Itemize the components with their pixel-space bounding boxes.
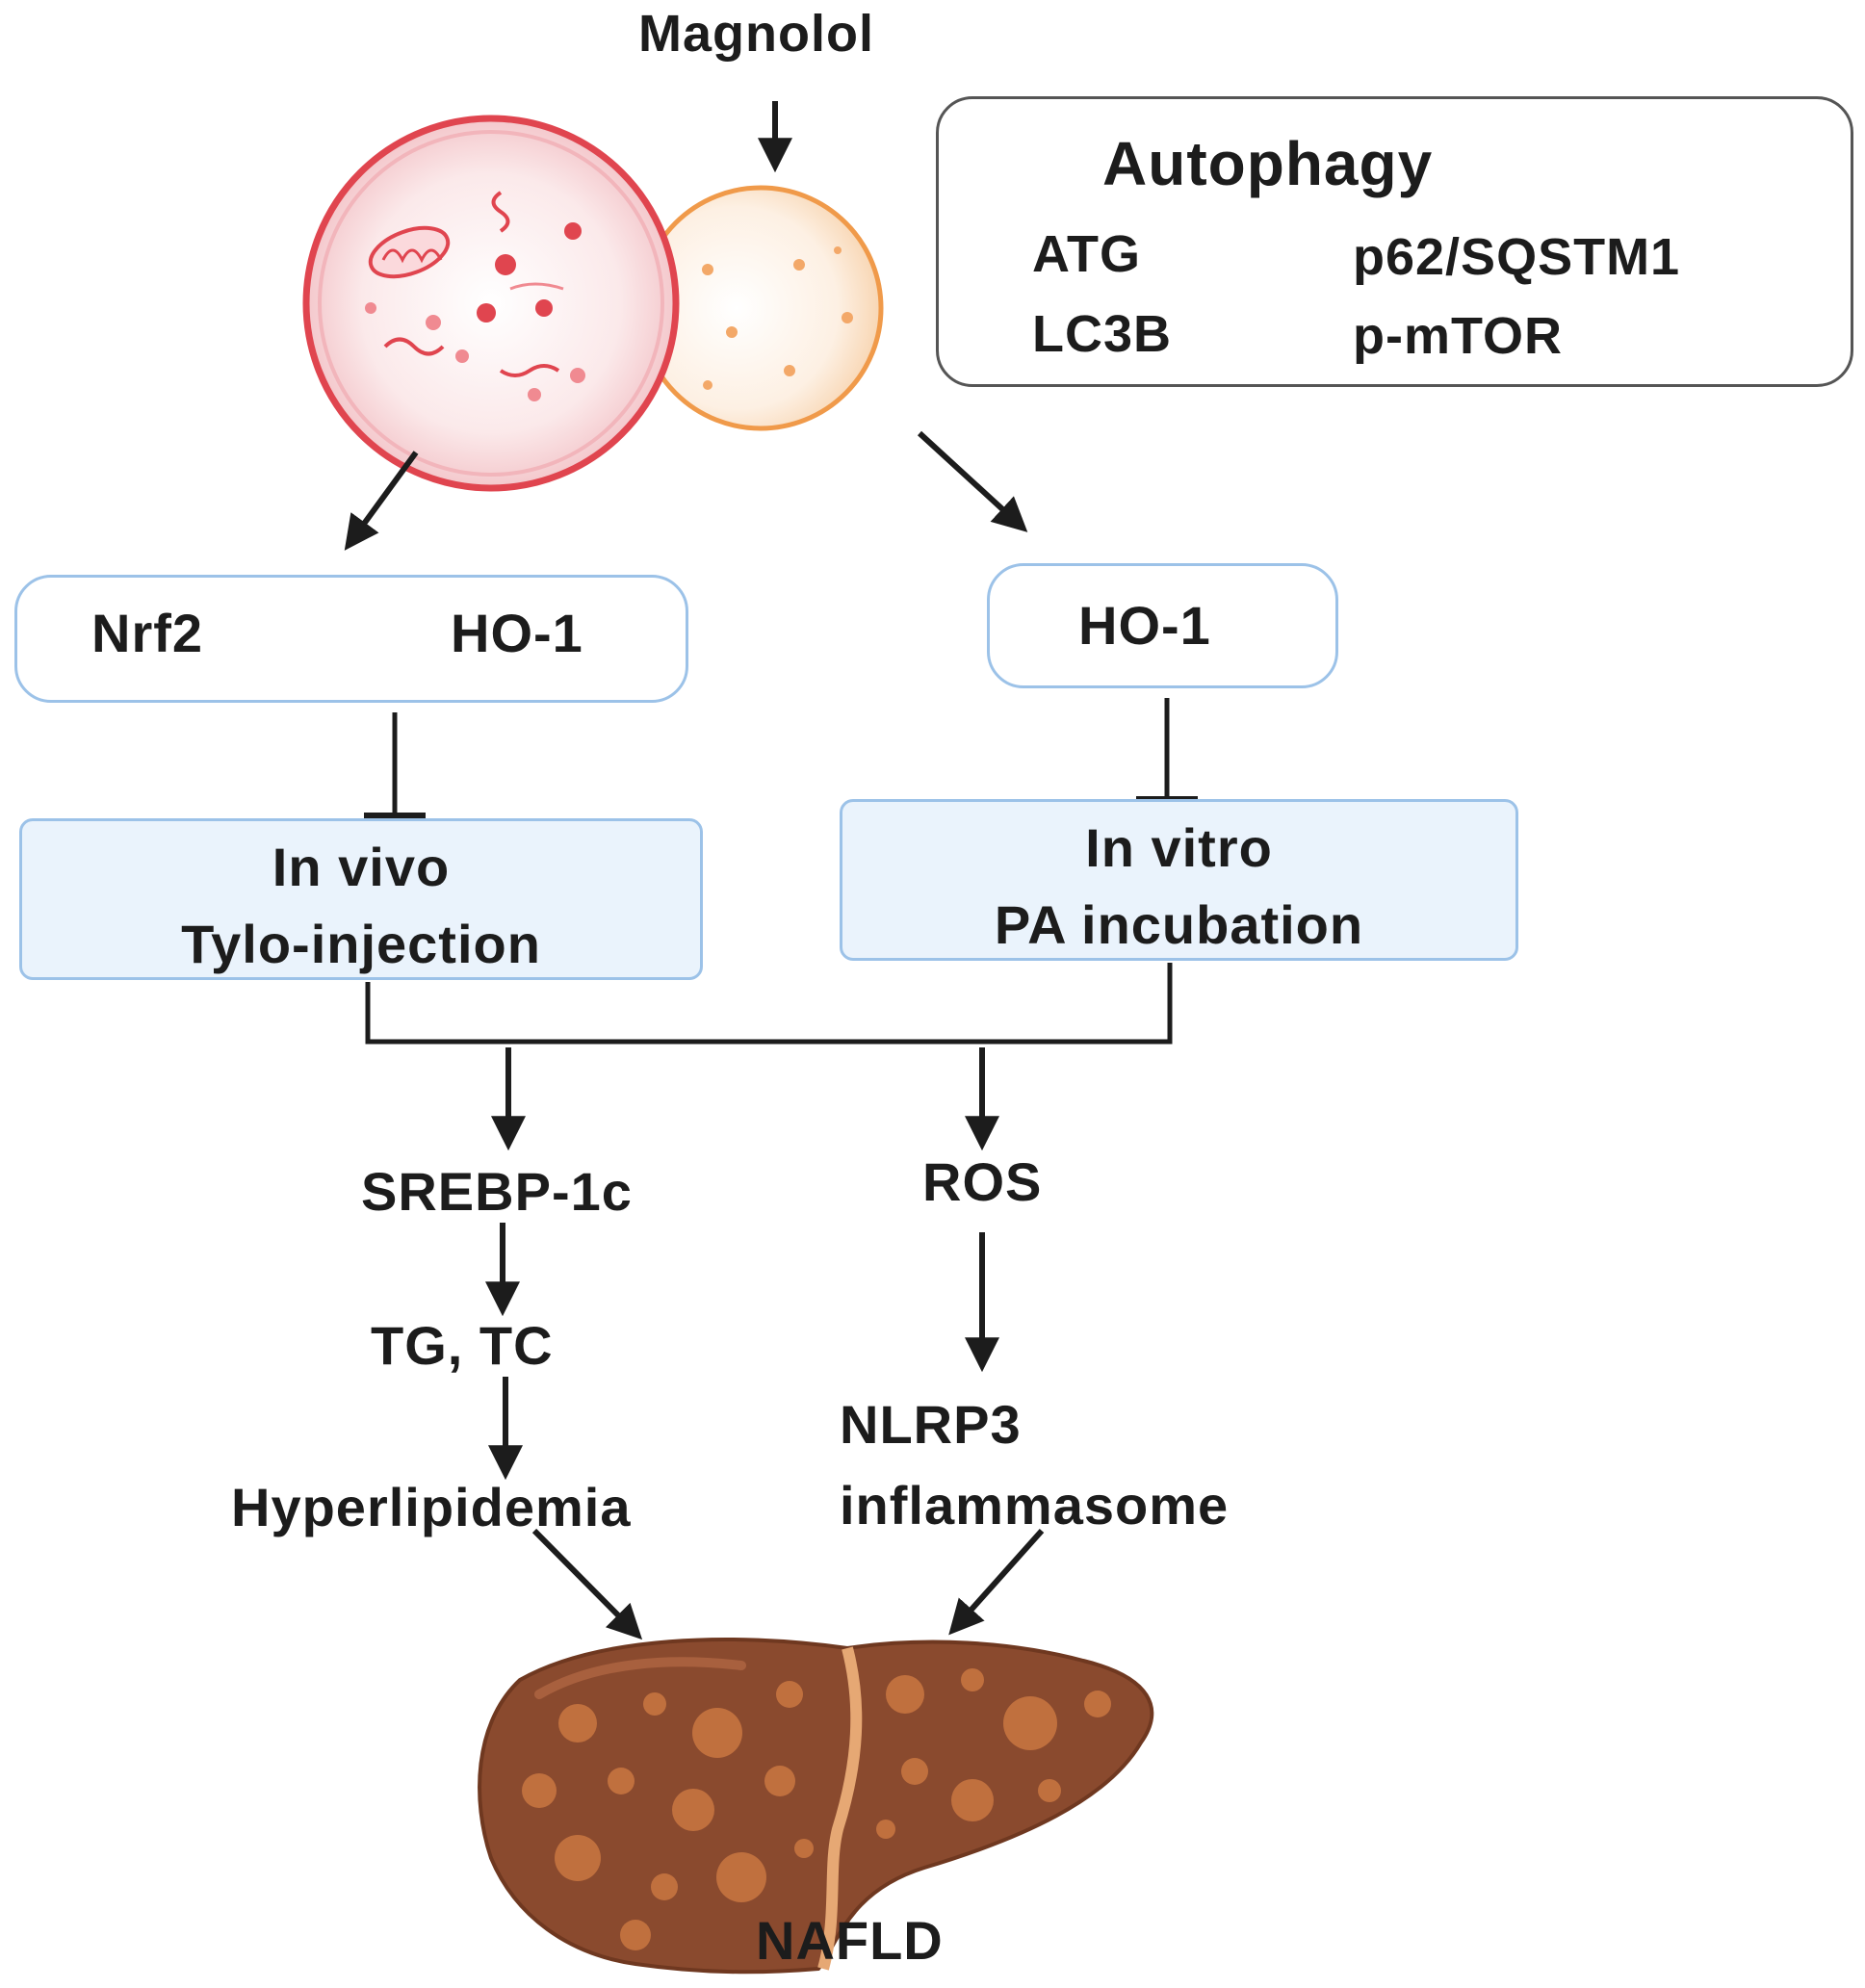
in-vitro-line1: In vitro — [1085, 817, 1273, 878]
nafld-label: NAFLD — [756, 1910, 944, 1971]
arrow-hyperlipidemia-to-liver — [531, 1528, 643, 1640]
right-ho1-box — [987, 563, 1338, 688]
srebp-label: SREBP-1c — [361, 1161, 633, 1222]
hyperlipidemia-label: Hyperlipidemia — [231, 1477, 632, 1537]
right-inhibition-bar — [1136, 698, 1198, 802]
right-ho1-label: HO-1 — [1078, 595, 1211, 656]
nrf2-ho1-box — [14, 575, 688, 703]
in-vivo-line2: Tylo-injection — [181, 914, 541, 974]
inflammasome-label: inflammasome — [840, 1475, 1230, 1536]
arrow-to-left-path — [344, 451, 419, 551]
macrophage-cell-icon — [302, 115, 680, 492]
in-vivo-line1: In vivo — [272, 837, 451, 897]
merge-connector — [365, 963, 1173, 1045]
arrow-to-right-path — [917, 430, 1028, 532]
autophagy-down-item: p62/SQSTM1 — [1353, 228, 1681, 286]
fatty-liver-icon — [478, 1638, 1154, 1975]
left-ho1-label: HO-1 — [451, 603, 583, 663]
in-vivo-box: In vivo Tylo-injection — [19, 818, 703, 980]
ros-label: ROS — [922, 1151, 1043, 1212]
tg-tc-label: TG, TC — [371, 1315, 554, 1376]
nlrp3-label: NLRP3 — [840, 1394, 1022, 1455]
hepatocyte-cell-icon — [637, 185, 884, 431]
nrf2-label: Nrf2 — [91, 603, 204, 663]
in-vitro-box: In vitro PA incubation — [840, 799, 1518, 961]
left-inhibition-bar — [364, 712, 426, 818]
magnolol-label: Magnolol — [638, 5, 874, 63]
in-vitro-line2: PA incubation — [994, 894, 1364, 955]
autophagy-down-item: p-mTOR — [1353, 307, 1563, 365]
autophagy-title: Autophagy — [1102, 129, 1434, 198]
autophagy-up-item: ATG — [1032, 225, 1141, 283]
autophagy-box — [936, 96, 1853, 387]
arrow-inflammasome-to-liver — [948, 1529, 1045, 1636]
autophagy-up-item: LC3B — [1032, 305, 1173, 363]
